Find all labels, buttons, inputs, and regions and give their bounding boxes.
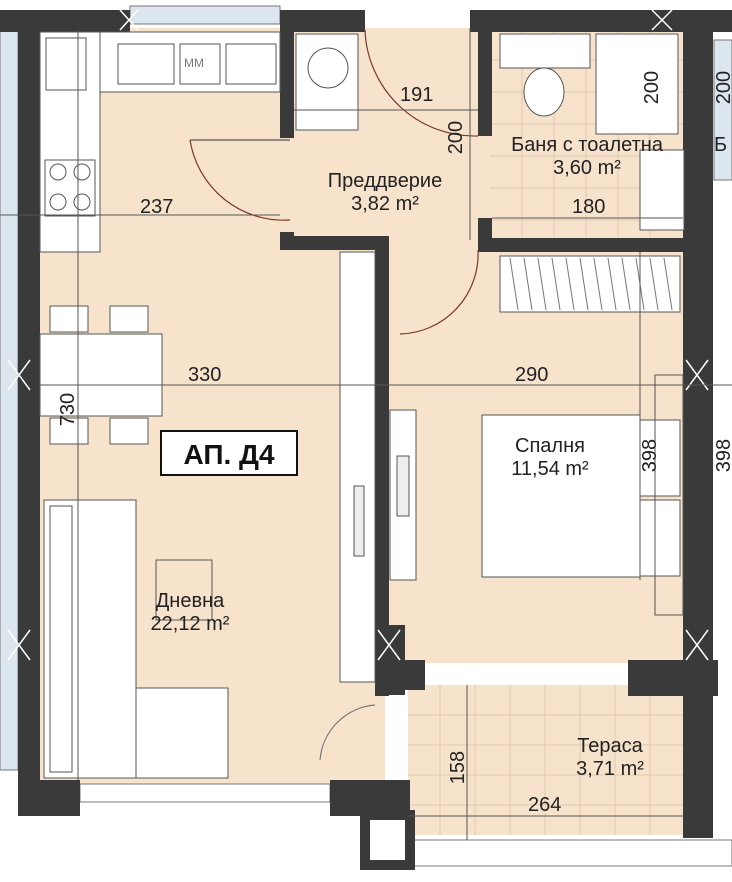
dimension-lines [0,28,732,840]
sofa [43,499,229,779]
wardrobe [339,251,417,683]
dining-table [39,305,163,445]
room-living: Дневна 22,12 m² [120,590,260,636]
dim-neighbor-bedroom-length: 398 [713,438,732,473]
room-area: 11,54 m² [511,458,589,480]
neighbor-room-fragment: Б [714,134,728,156]
room-bedroom: Спалня 11,54 m² [490,435,610,481]
dim-terrace-depth: 158 [447,750,470,785]
walls [0,10,732,870]
dim-terrace-width: 264 [528,794,562,816]
microwave-label: MM [184,56,204,70]
dim-bedroom-length: 398 [639,438,662,473]
room-area: 22,12 m² [150,613,230,635]
room-name: Дневна [155,590,225,612]
room-name: Тераса [577,735,643,757]
dim-bath-depth: 200 [641,70,664,105]
room-vestibule: Преддверие 3,82 m² [300,170,470,216]
dim-bath-width: 180 [572,196,606,218]
apartment-label: АП. Д4 [160,430,298,476]
dim-living-length: 730 [57,392,80,427]
radiator-fins [509,257,673,311]
room-name: Баня с тоалетна [511,134,663,156]
washing-machine [295,33,359,131]
column-markers [7,9,709,661]
room-area: 3,71 m² [576,758,644,780]
dim-vestibule-width: 191 [400,84,434,106]
room-area: 3,82 m² [351,193,419,215]
neighbor-floor-right [712,28,732,728]
dim-living-width: 330 [188,364,222,386]
kitchen-counter [39,31,281,253]
room-name: Спалня [515,435,585,457]
dim-vestibule-height: 200 [445,120,468,155]
terrace-tiles [408,685,683,835]
bathroom-fixtures [499,33,685,231]
room-terrace: Тераса 3,71 m² [550,735,670,781]
room-name: Преддверие [327,170,443,192]
radiator [499,255,681,313]
dim-kitchen-width: 237 [140,196,174,218]
door-swings [189,29,479,761]
room-area: 3,60 m² [553,157,621,179]
room-bathroom: Баня с тоалетна 3,60 m² [492,134,682,180]
dim-neighbor-bath-depth: 200 [713,70,732,105]
dim-bedroom-width: 290 [515,364,549,386]
bed [481,374,684,616]
